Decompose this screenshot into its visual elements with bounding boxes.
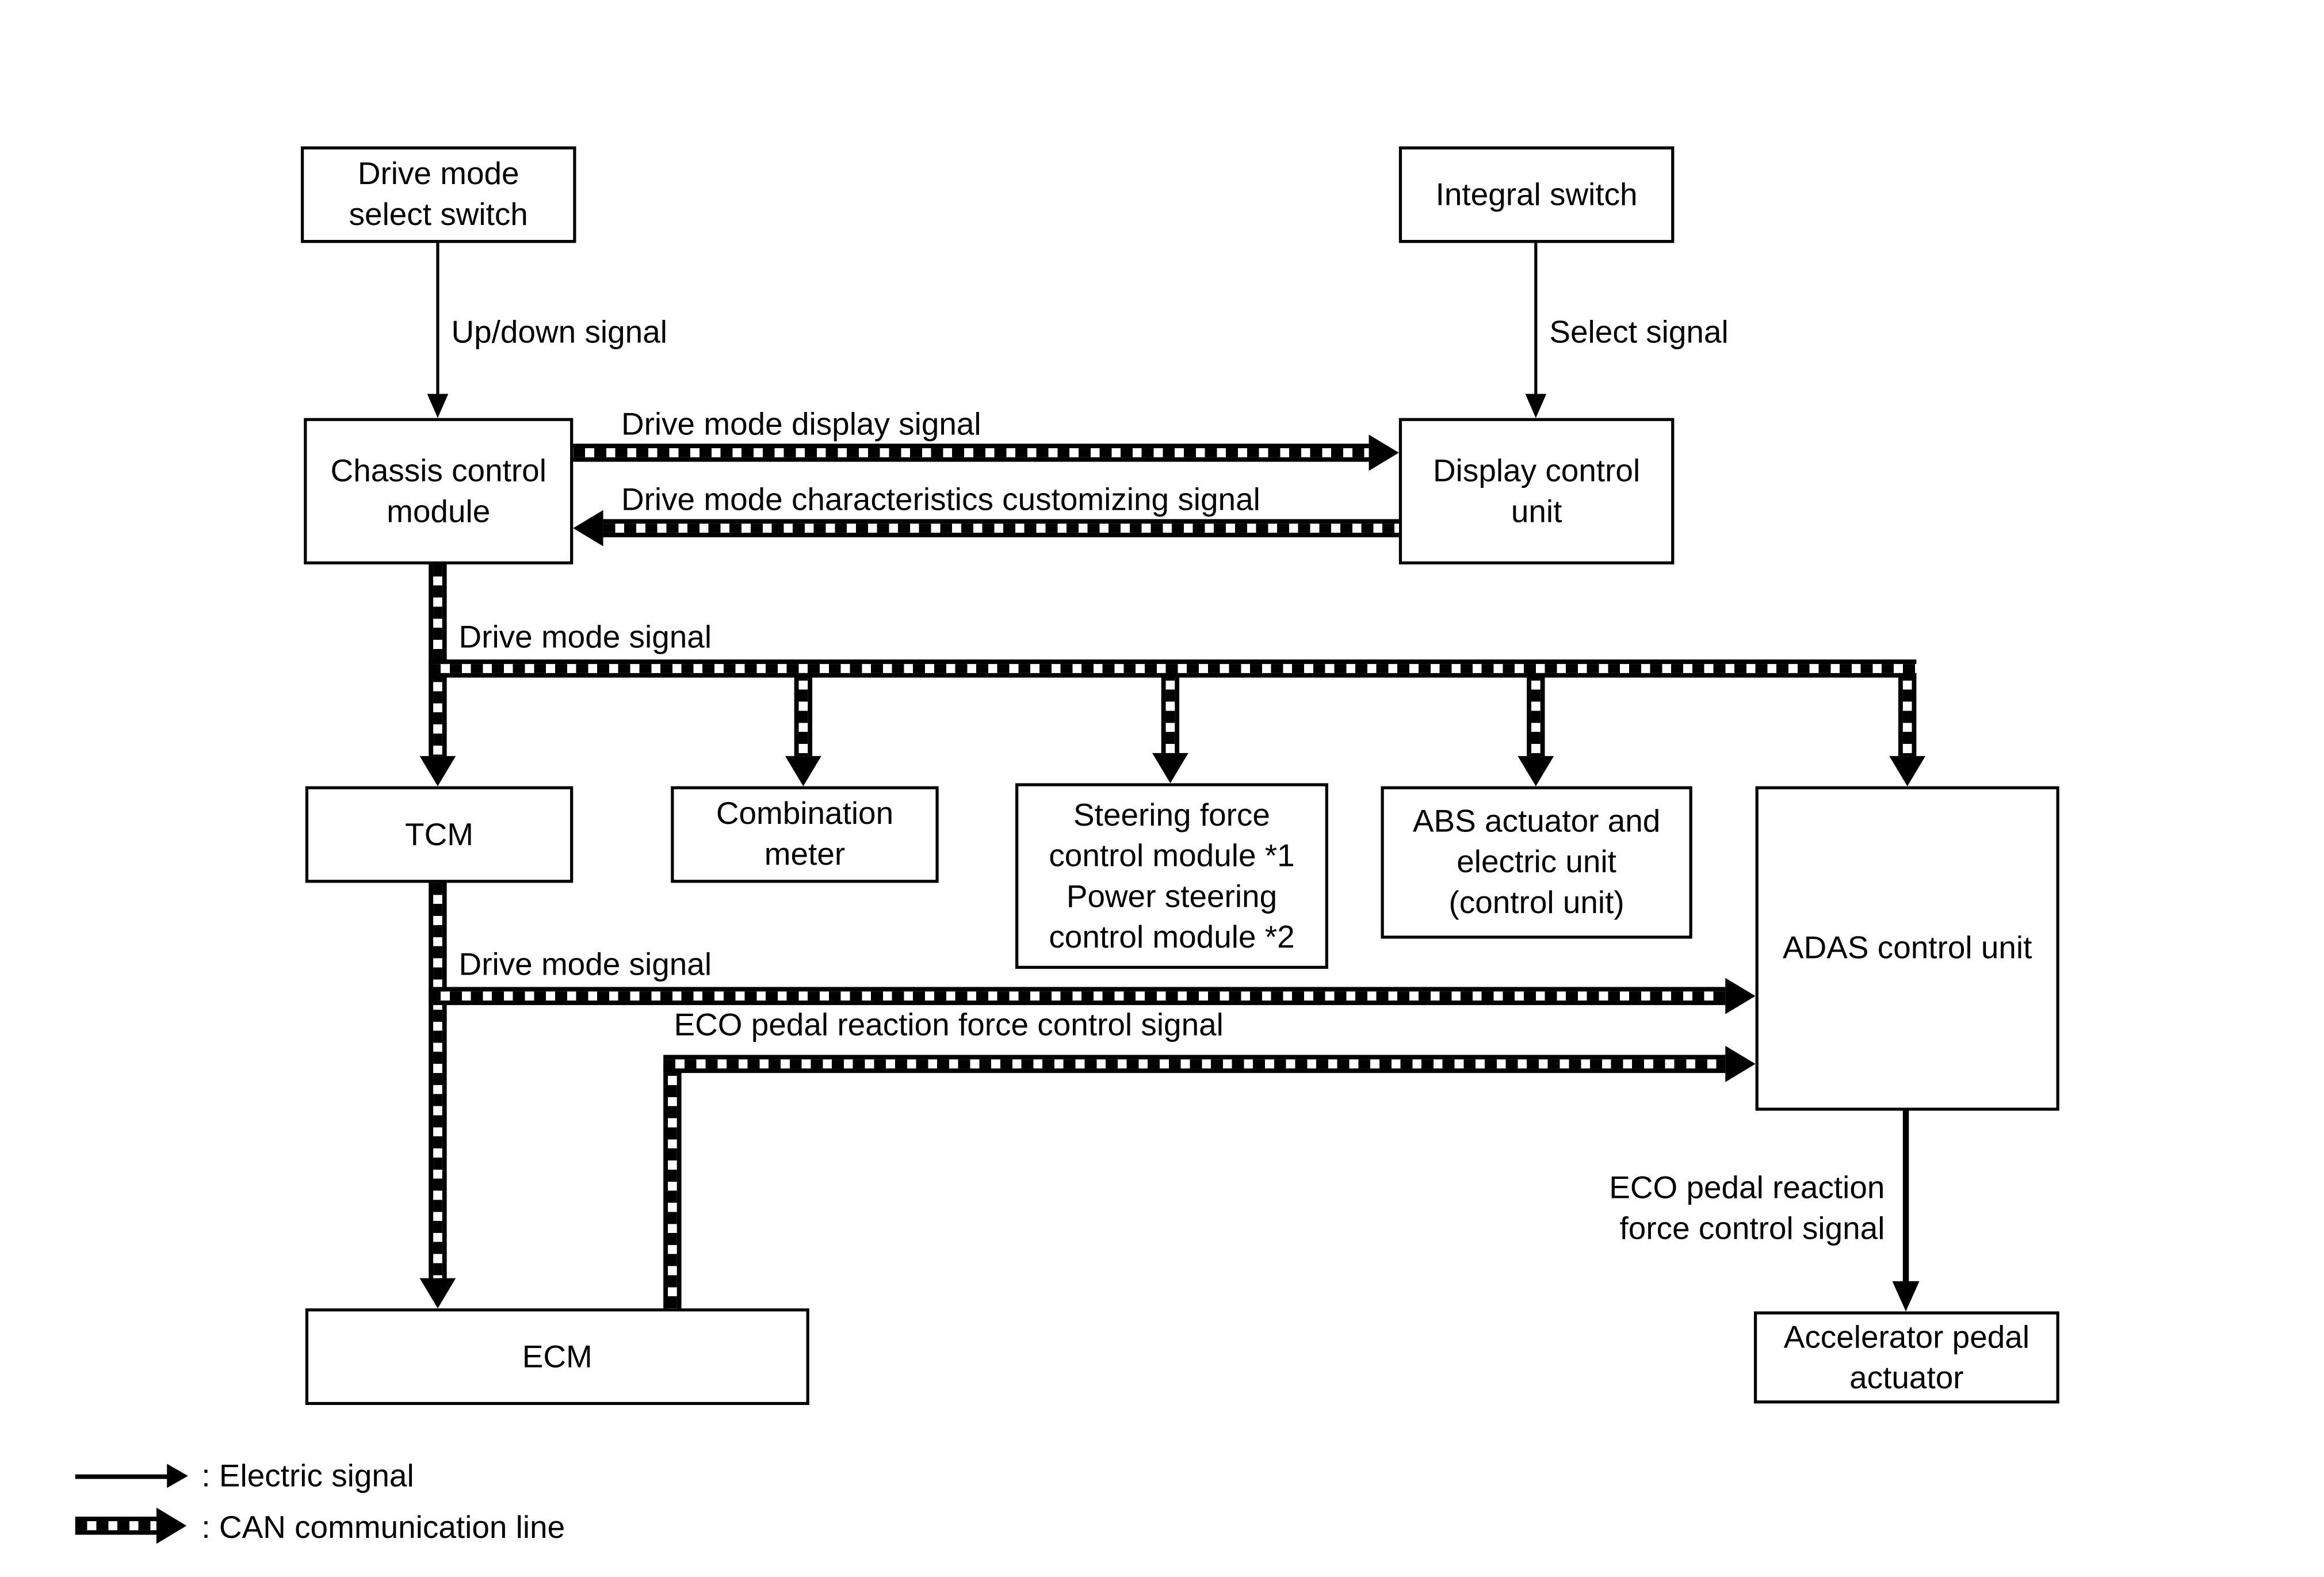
arrowhead-tcm-to-adas — [1725, 977, 1756, 1014]
electric-line-integral-switch-to-display — [1534, 243, 1538, 397]
can-line-tcm-to-ecm — [429, 883, 447, 1278]
legend-electric-line-sample — [75, 1474, 169, 1479]
arrowhead-integral-switch-to-display — [1525, 394, 1547, 418]
can-line-ecm-riser — [663, 1064, 682, 1309]
can-line-chassis-to-display — [573, 444, 1369, 462]
can-bus-drive-mode-signal — [429, 659, 1917, 678]
box-ecm: ECM — [305, 1308, 809, 1406]
label-drive-mode-display-signal: Drive mode display signal — [621, 407, 981, 442]
arrowhead-into-abs-actuator — [1518, 756, 1554, 786]
arrowhead-select-switch-to-chassis — [427, 394, 449, 418]
box-adas-control-unit: ADAS control unit — [1755, 786, 2059, 1111]
legend-electric-arrowhead — [167, 1464, 188, 1488]
label-up-down-signal: Up/down signal — [451, 315, 667, 350]
can-line-ecm-to-adas — [663, 1055, 1726, 1073]
electric-line-adas-to-accelerator-pedal — [1902, 1110, 1909, 1285]
can-line-display-to-chassis — [603, 519, 1399, 537]
legend-can-communication-line-text: : CAN communication line — [201, 1510, 565, 1545]
arrowhead-into-ecm — [419, 1278, 456, 1309]
legend-can-arrowhead — [156, 1507, 187, 1544]
can-drop-to-combination-meter — [794, 668, 813, 757]
arrowhead-into-accelerator-pedal — [1892, 1281, 1920, 1312]
arrowhead-into-combination-meter — [785, 756, 821, 786]
label-select-signal: Select signal — [1549, 315, 1729, 350]
arrowhead-into-adas-top — [1889, 756, 1926, 786]
arrowhead-chassis-to-display — [1369, 434, 1399, 471]
box-steering-force-power-steering-modules: Steering force control module *1 Power s… — [1015, 783, 1328, 969]
label-drive-mode-characteristics-customizing-signal: Drive mode characteristics customizing s… — [621, 483, 1260, 518]
can-drop-to-steering-modules — [1161, 668, 1180, 753]
legend-can-line-sample — [75, 1517, 156, 1535]
arrowhead-ecm-to-adas — [1725, 1045, 1756, 1082]
electric-line-select-switch-to-chassis — [436, 243, 439, 397]
box-combination-meter: Combination meter — [671, 786, 939, 883]
box-abs-actuator-electric-unit: ABS actuator and electric unit (control … — [1381, 786, 1692, 939]
label-drive-mode-signal-tcm-to-adas: Drive mode signal — [458, 948, 712, 983]
box-drive-mode-select-switch: Drive mode select switch — [300, 146, 576, 243]
arrowhead-display-to-chassis — [573, 510, 603, 547]
box-display-control-unit: Display control unit — [1398, 418, 1675, 565]
label-eco-pedal-reaction-force-control-signal-two-line: ECO pedal reaction force control signal — [1609, 1171, 1885, 1247]
can-line-tcm-to-adas — [429, 987, 1726, 1005]
box-chassis-control-module: Chassis control module — [304, 418, 574, 565]
can-drop-to-adas-top — [1898, 668, 1917, 757]
can-drop-to-abs-actuator — [1527, 668, 1545, 757]
label-eco-pedal-reaction-force-control-signal: ECO pedal reaction force control signal — [674, 1008, 1224, 1043]
arrowhead-into-steering-modules — [1152, 753, 1188, 784]
arrowhead-into-tcm — [419, 756, 456, 786]
label-drive-mode-signal-branch: Drive mode signal — [458, 620, 712, 655]
legend-electric-signal-text: : Electric signal — [201, 1459, 414, 1494]
box-tcm: TCM — [305, 786, 574, 883]
box-integral-switch: Integral switch — [1398, 146, 1675, 243]
box-accelerator-pedal-actuator: Accelerator pedal actuator — [1753, 1311, 2059, 1404]
